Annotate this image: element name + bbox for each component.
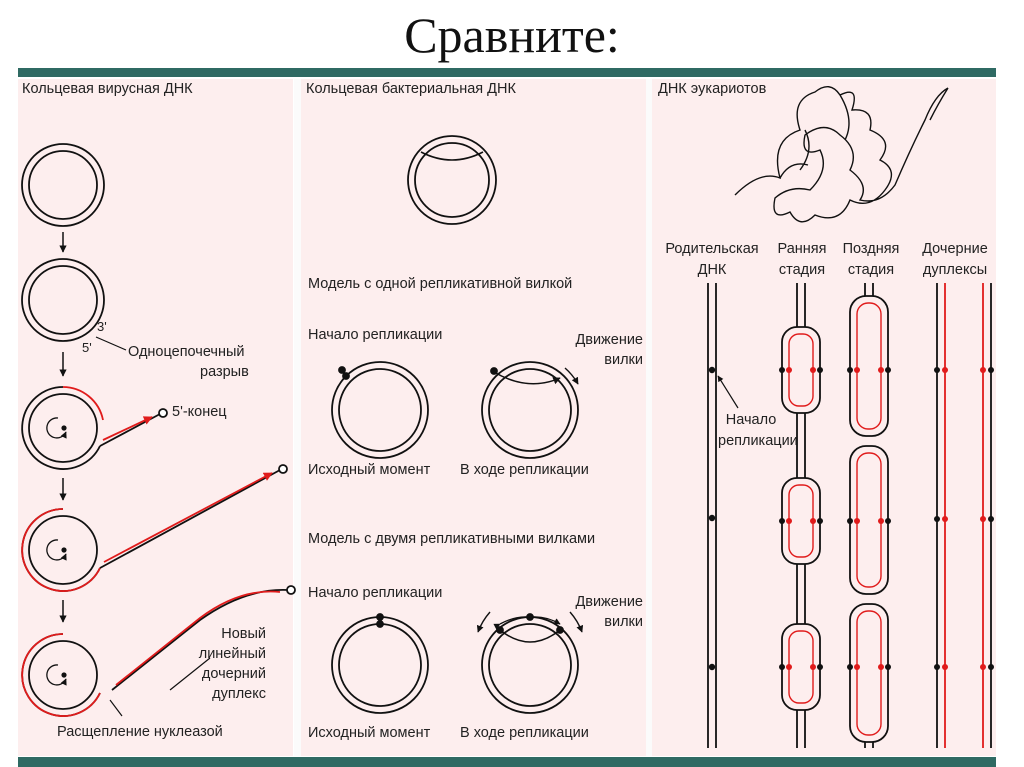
double-fork-model-title: Модель с двумя репликативными вилками (308, 531, 596, 547)
slide-title: Сравните: (404, 7, 620, 63)
parental-dna-label-a: Родительская (665, 241, 759, 257)
viral-circle-2 (21, 258, 105, 342)
early-stage (779, 283, 823, 748)
label-5-prime: 5' (82, 340, 92, 355)
nuclease-cleavage-label: Расщепление нуклеазой (57, 724, 223, 740)
viral-circle-1 (21, 143, 105, 227)
viral-circle-5 (21, 585, 296, 717)
origin-pointer (717, 375, 739, 409)
viral-circle-4 (21, 464, 288, 592)
bacterial-chromosome (407, 135, 497, 225)
daughter-duplexes-label-b: дуплексы (922, 262, 988, 278)
origin-label-1: Начало репликации (308, 327, 443, 343)
late-stage-label-b: стадия (847, 262, 895, 278)
double-fork-during (476, 611, 584, 714)
early-stage-label-a: Ранняя (777, 241, 827, 257)
late-stage (847, 283, 891, 748)
during-replication-label-1: В ходе репликации (460, 462, 589, 478)
nuclease-pointer (109, 699, 123, 717)
viral-circle-3 (21, 386, 168, 470)
during-replication-label-2: В ходе репликации (460, 725, 589, 741)
early-stage-label-b: стадия (778, 262, 826, 278)
panel-eukaryotic-dna (652, 79, 996, 756)
panel-divider (294, 79, 301, 756)
fork-movement-label-2a: Движение (575, 594, 643, 610)
viral-dna-title: Кольцевая вирусная ДНК (22, 81, 193, 97)
single-fork-during (481, 361, 579, 459)
single-fork-initial (331, 361, 429, 459)
panel-viral-dna (18, 79, 293, 756)
top-bar (18, 68, 996, 77)
eukaryotic-chromatin (734, 86, 949, 223)
euk-origin-label-a: Начало (725, 412, 777, 428)
daughter-duplexes-label-a: Дочерние (922, 241, 988, 257)
new-duplex-line2: линейный (198, 646, 266, 662)
nick-label-line1: Одноцепочечный (128, 344, 245, 360)
parental-dna (707, 283, 717, 748)
panel-divider (646, 79, 653, 756)
bacterial-dna-title: Кольцевая бактериальная ДНК (306, 81, 516, 97)
initial-moment-label-1: Исходный момент (308, 462, 431, 478)
new-duplex-line3: дочерний (201, 666, 266, 682)
label-3-prime: 3' (97, 319, 107, 334)
new-duplex-pointer (169, 657, 211, 691)
late-stage-label-a: Поздняя (842, 241, 900, 257)
daughter-duplexes (934, 283, 994, 748)
five-prime-end-label: 5'-конец (172, 404, 227, 420)
bottom-bar (18, 757, 996, 767)
origin-label-2: Начало репликации (308, 585, 443, 601)
single-fork-model-title: Модель с одной репликативной вилкой (308, 276, 573, 292)
euk-origin-label-b: репликации (718, 433, 798, 449)
nick-label-line2: разрыв (200, 364, 249, 380)
panel-bacterial-dna (301, 79, 646, 756)
fork-movement-label-2b: вилки (604, 614, 643, 630)
fork-movement-label-1b: вилки (604, 352, 643, 368)
double-fork-initial (331, 613, 429, 714)
nick-pointer (95, 336, 127, 351)
new-duplex-line1: Новый (221, 626, 266, 642)
new-duplex-line4: дуплекс (212, 686, 266, 702)
eukaryotic-dna-title: ДНК эукариотов (658, 81, 767, 97)
initial-moment-label-2: Исходный момент (308, 725, 431, 741)
fork-movement-label-1a: Движение (575, 332, 643, 348)
parental-dna-label-b: ДНК (697, 262, 727, 278)
